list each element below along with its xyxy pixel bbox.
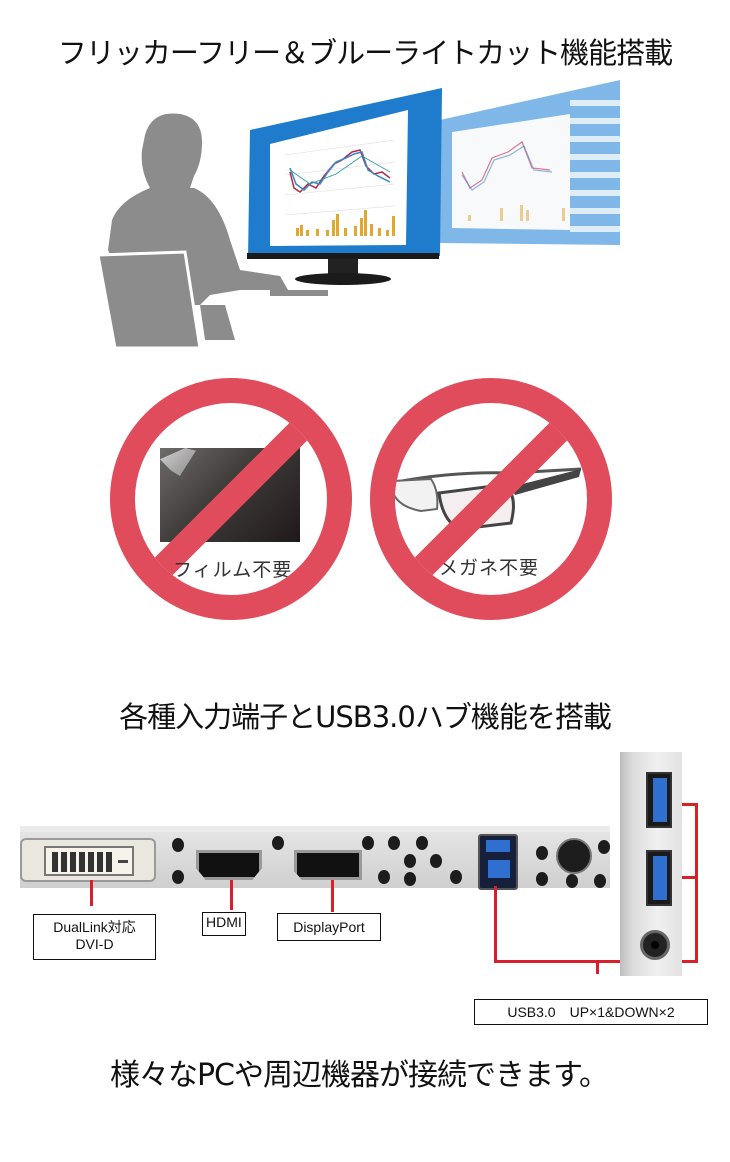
no-glasses-sign: メガネ不要 — [370, 378, 612, 620]
dvi-callout-line — [90, 880, 93, 906]
hdmi-callout-line — [230, 880, 233, 910]
side-usb-panel — [620, 752, 682, 976]
dvi-label-line2: DVI-D — [75, 936, 114, 952]
dvi-label-line1: DualLink対応 — [53, 919, 136, 935]
rear-port-panel — [20, 826, 610, 890]
hdmi-label: HDMI — [202, 912, 246, 936]
usb-down2-tick — [676, 876, 698, 879]
usb-b-upstream-port-icon — [478, 834, 518, 890]
main-monitor-icon — [247, 88, 442, 285]
ghost-monitor-icon — [440, 80, 620, 245]
feature-heading-io-ports: 各種入力端子とUSB3.0ハブ機能を搭載 — [119, 700, 612, 734]
headphone-jack-icon — [640, 930, 670, 960]
displayport-port-icon — [294, 850, 362, 880]
feature-heading-flicker-free: フリッカーフリー＆ブルーライトカット機能搭載 — [57, 36, 673, 70]
usb-a-downstream-port-2-icon — [646, 850, 672, 906]
person-silhouette-icon — [96, 113, 328, 350]
footer-caption: 様々なPCや周辺機器が接続できます。 — [109, 1058, 609, 1093]
dvi-port-icon — [20, 838, 156, 882]
usb-down1-tick — [676, 803, 698, 806]
no-film-sign: フィルム不要 — [110, 378, 352, 620]
usb-a-downstream-port-1-icon — [646, 772, 672, 828]
person-monitor-svg — [96, 80, 620, 350]
displayport-label: DisplayPort — [277, 913, 381, 941]
usb-hub-label: USB3.0 UP×1&DOWN×2 — [474, 999, 708, 1025]
usb-label-connector — [596, 960, 599, 974]
no-glasses-label: メガネ不要 — [439, 557, 540, 579]
film-curl-icon — [160, 448, 196, 476]
usb-up-callout-line — [494, 886, 497, 962]
hdmi-port-icon — [196, 850, 262, 880]
person-monitor-illustration — [90, 80, 630, 360]
audio-jack-icon — [556, 838, 592, 874]
no-film-label: フィルム不要 — [173, 559, 293, 581]
dvi-label: DualLink対応 DVI-D — [33, 914, 156, 960]
usb-down-vertical-line — [695, 803, 698, 963]
displayport-callout-line — [331, 880, 334, 912]
